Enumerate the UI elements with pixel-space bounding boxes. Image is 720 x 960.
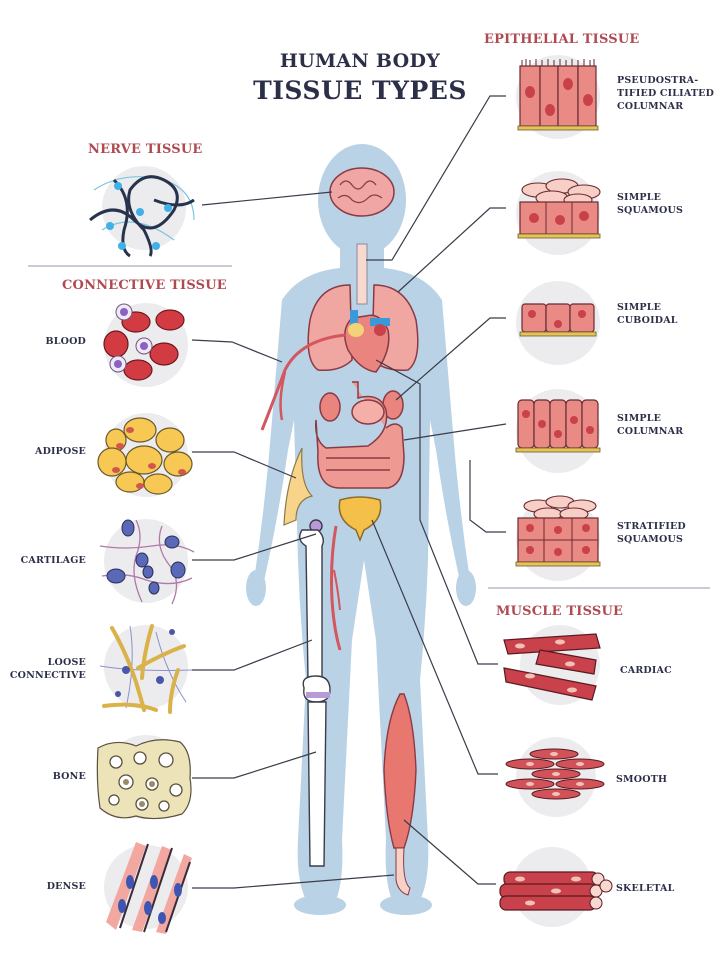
- label-strat-line1: STRATIFIED: [617, 521, 686, 532]
- label-dense: DENSE: [46, 881, 86, 892]
- label-scol-line2: COLUMNAR: [617, 426, 684, 437]
- epithelial-tissue-heading: EPITHELIAL TISSUE: [484, 32, 640, 47]
- label-loose-line2: CONNECTIVE: [9, 670, 86, 681]
- label-blood: BLOOD: [45, 336, 86, 347]
- pseudostratified-illustration: [516, 55, 600, 139]
- label-cardiac: CARDIAC: [620, 665, 672, 676]
- leg-bones: [299, 519, 331, 867]
- label-smooth: SMOOTH: [616, 774, 668, 785]
- label-bone: BONE: [52, 771, 86, 782]
- blood-illustration: [103, 303, 188, 387]
- cartilage-illustration: [99, 519, 195, 605]
- label-pseudo-line2: TIFIED CILIATED: [617, 88, 715, 99]
- cardiac-muscle-illustration: [503, 625, 601, 705]
- leg-artery: [330, 525, 342, 651]
- stratified-squamous-illustration: [515, 495, 601, 581]
- divider-epithelial-muscle: [488, 587, 710, 589]
- label-pseudo-line1: PSEUDOSTRA-: [617, 75, 699, 86]
- bone-illustration: [96, 735, 192, 820]
- label-loose-line1: LOOSE: [47, 657, 86, 668]
- artery-vessel: [260, 333, 346, 431]
- label-skeletal: SKELETAL: [616, 883, 675, 894]
- simple-columnar-illustration: [515, 389, 601, 473]
- title-line-1: HUMAN BODY: [279, 50, 441, 72]
- nerve-tissue-illustration: [89, 166, 195, 258]
- label-simple-squamous: SIMPLE SQUAMOUS: [617, 191, 683, 217]
- label-pseudo-line3: COLUMNAR: [617, 101, 684, 112]
- label-adipose: ADIPOSE: [35, 446, 86, 457]
- simple-squamous-illustration: [516, 171, 601, 255]
- skeletal-muscle-illustration: [499, 847, 613, 927]
- title-line-2: TISSUE TYPES: [253, 76, 467, 105]
- label-loose-connective: LOOSE CONNECTIVE: [4, 656, 86, 682]
- label-scol-line1: SIMPLE: [617, 413, 662, 424]
- label-ss-line2: SQUAMOUS: [617, 205, 684, 216]
- achilles-tendon: [395, 847, 411, 896]
- connective-tissue-heading: CONNECTIVE TISSUE: [62, 278, 227, 293]
- label-pseudostratified: PSEUDOSTRA- TIFIED CILIATED COLUMNAR: [617, 74, 714, 113]
- trachea-organ: [356, 243, 368, 305]
- divider-nerve-connective: [28, 265, 232, 267]
- adipose-pad: [283, 447, 314, 526]
- label-simple-cuboidal: SIMPLE CUBOIDAL: [617, 301, 678, 327]
- label-sc-line1: SIMPLE: [617, 302, 662, 313]
- loose-connective-illustration: [99, 624, 193, 714]
- nerve-tissue-heading: NERVE TISSUE: [88, 142, 203, 157]
- heart-organ: [344, 310, 390, 373]
- dense-illustration: [104, 842, 192, 934]
- bladder-organ: [338, 496, 382, 543]
- adipose-illustration: [97, 413, 193, 497]
- label-stratified-squamous: STRATIFIED SQUAMOUS: [617, 520, 686, 546]
- label-strat-line2: SQUAMOUS: [617, 534, 684, 545]
- label-cartilage: CARTILAGE: [20, 555, 86, 566]
- label-ss-line1: SIMPLE: [617, 192, 662, 203]
- muscle-tissue-heading: MUSCLE TISSUE: [496, 604, 624, 619]
- smooth-muscle-illustration: [505, 737, 605, 817]
- label-simple-columnar: SIMPLE COLUMNAR: [617, 412, 683, 438]
- digestive-organs: [314, 381, 405, 489]
- simple-cuboidal-illustration: [516, 281, 600, 365]
- label-sc-line2: CUBOIDAL: [617, 315, 678, 326]
